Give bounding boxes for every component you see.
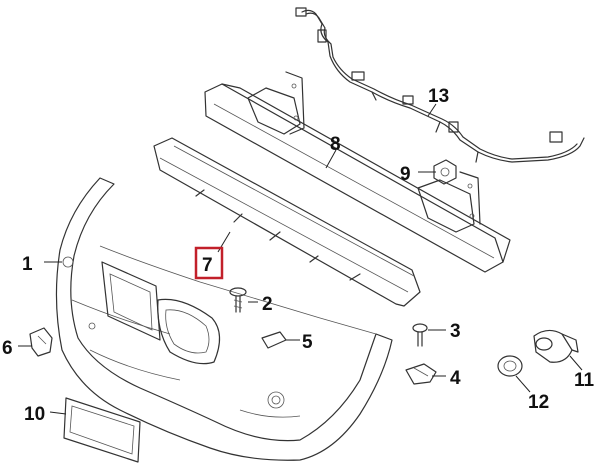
nut-part [433, 159, 457, 185]
callout-labels: 1 2 3 4 5 6 7 8 9 10 11 12 13 [2, 86, 595, 425]
bolt-part [229, 287, 247, 313]
side-bracket-part [29, 327, 53, 357]
leader-lines [18, 103, 583, 415]
callout-11[interactable]: 11 [574, 370, 595, 391]
park-sensor-part [533, 329, 579, 363]
wiring-harness-part [295, 7, 585, 163]
callout-3[interactable]: 3 [450, 321, 461, 342]
screw-part [412, 323, 428, 347]
bumper-beam-part [204, 71, 511, 273]
callout-13[interactable]: 13 [428, 86, 449, 107]
callout-6[interactable]: 6 [2, 338, 13, 359]
callout-5[interactable]: 5 [302, 332, 313, 353]
callout-7[interactable]: 7 [202, 255, 213, 276]
energy-absorber-part [153, 137, 421, 307]
callout-4[interactable]: 4 [450, 368, 461, 389]
license-bracket-part [63, 397, 141, 463]
callout-1[interactable]: 1 [22, 254, 33, 275]
highlight-box-7 [194, 246, 224, 280]
clip-part [405, 363, 437, 385]
small-cover-part [261, 331, 287, 349]
callout-2[interactable]: 2 [262, 294, 273, 315]
callout-9[interactable]: 9 [400, 164, 411, 185]
callout-8[interactable]: 8 [330, 134, 341, 155]
bumper-cover-part [55, 177, 393, 461]
callout-10[interactable]: 10 [24, 404, 45, 425]
sensor-ring-part [497, 355, 523, 377]
callout-12[interactable]: 12 [528, 392, 549, 413]
